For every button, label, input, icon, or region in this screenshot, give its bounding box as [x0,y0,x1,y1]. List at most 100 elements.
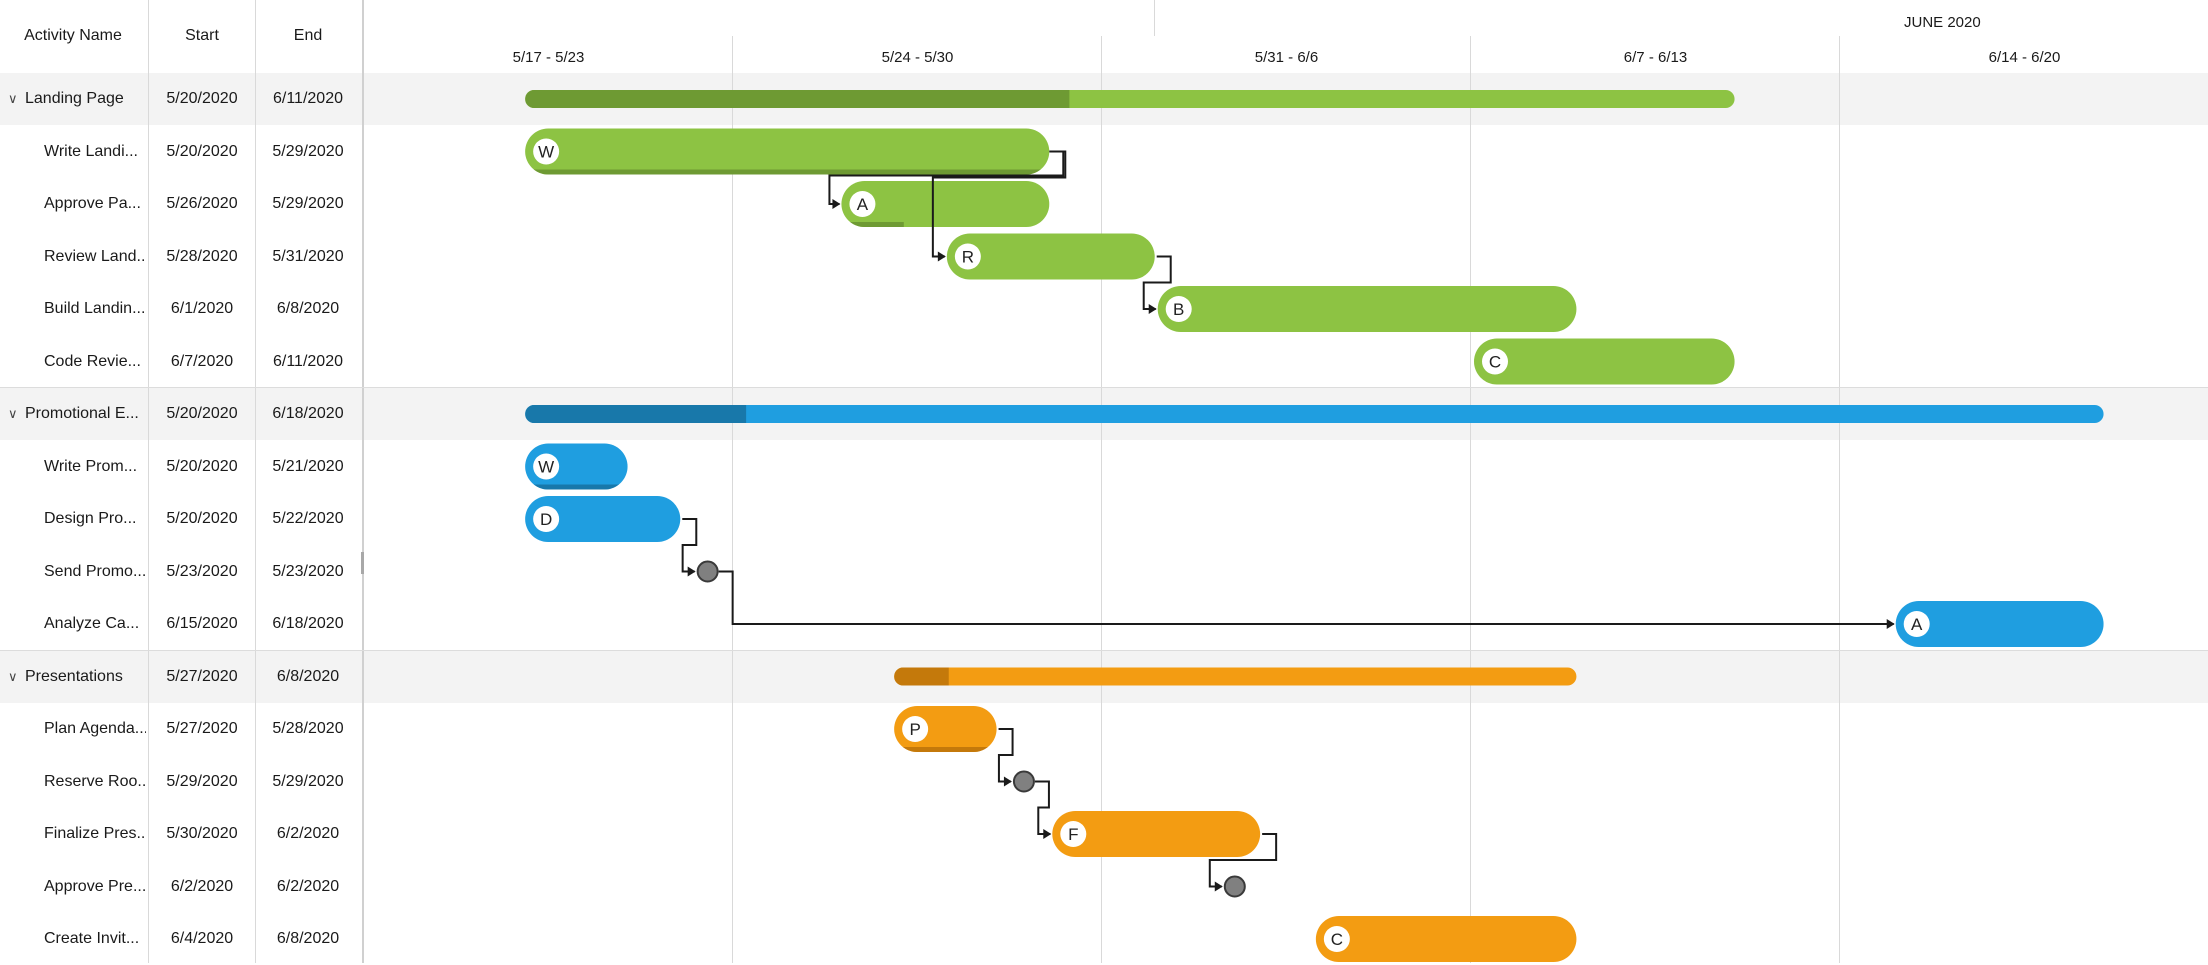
task-letter-badge [954,243,981,270]
summary-bar[interactable] [894,667,1577,686]
end-date-cell: 6/11/2020 [273,352,343,370]
task-letter-badge [533,138,560,165]
task-progress-bar [533,169,1041,175]
chevron-down-icon[interactable]: ∨ [8,91,18,106]
pane-splitter[interactable] [362,0,364,963]
task-letter: A [857,195,869,214]
task-bar[interactable] [1895,601,2104,647]
dependency-arrowhead [832,199,841,209]
task-bar[interactable] [1052,811,1261,857]
task-bar[interactable] [525,128,1050,175]
column-header-end-label: End [293,27,323,44]
chevron-down-icon[interactable]: ∨ [8,406,18,421]
activity-name-cell: Approve Pa... [0,178,146,230]
task-letter-badge [902,716,929,742]
task-name-label: Approve Pre... [44,877,146,895]
dependency-arrowhead [1148,304,1157,314]
task-letter-badge [1903,611,1930,637]
task-bar[interactable] [525,496,681,542]
milestone-marker[interactable] [1223,875,1246,898]
dependency-link[interactable] [997,728,1014,783]
task-name-label: Build Landin... [44,300,146,317]
task-bar[interactable] [841,181,1050,227]
month-divider [1154,0,1155,36]
task-letter-badge [1060,821,1087,847]
end-date-cell: 5/29/2020 [272,772,344,790]
task-name-label: Review Land... [44,247,146,265]
activity-name-cell: Code Revie... [0,336,146,388]
grid-column-divider [148,0,149,963]
week-gridline [1470,36,1471,963]
milestone-marker[interactable] [696,560,719,583]
task-name-label: Create Invit... [44,930,140,947]
task-letter-badge [1482,348,1508,375]
group-row-background [0,388,363,440]
column-header-name[interactable]: Activity Name [0,0,146,72]
start-date-cell: 6/7/2020 [170,352,234,370]
dependency-arrowhead [937,251,946,262]
activity-name-cell: Write Landi... [0,126,146,178]
dependency-arrowhead [1043,829,1052,839]
task-bar[interactable] [1315,916,1577,962]
dependency-link[interactable] [931,150,1067,258]
month-label: JUNE 2020 [1904,13,1981,31]
summary-bar[interactable] [525,405,2104,423]
task-name-label: Write Prom... [44,457,138,475]
week-gridline [732,36,733,963]
dependency-arrowhead [1214,881,1223,892]
week-label: 5/24 - 5/30 [881,48,954,66]
dependency-link[interactable] [1208,833,1278,888]
start-date-cell: 6/1/2020 [170,300,234,317]
dependency-link[interactable] [718,570,1894,625]
chevron-down-icon[interactable]: ∨ [8,668,18,684]
dependency-arrowhead [1886,619,1895,629]
activity-name-cell: Write Prom... [0,441,146,493]
end-date-cell: 6/8/2020 [276,667,340,685]
task-bar[interactable] [1474,338,1735,385]
start-date-cell: 6/2/2020 [170,877,234,895]
summary-progress-bar [894,667,949,686]
task-name-label: Finalize Pres... [44,825,146,842]
dependency-link[interactable] [1142,255,1172,310]
week-label: 6/7 - 6/13 [1623,48,1688,66]
week-gridline [1839,36,1840,963]
milestone-marker[interactable] [1012,770,1035,793]
end-date-cell: 6/18/2020 [272,615,344,632]
column-header-end[interactable]: End [256,0,360,72]
column-header-name-label: Activity Name [24,27,122,44]
pane-splitter-handle[interactable] [361,552,364,574]
start-date-cell: 6/4/2020 [170,930,234,947]
column-header-start-label: Start [185,27,219,44]
task-name-label: Write Landi... [44,142,138,160]
activity-name-cell: Design Pro... [0,493,146,545]
activity-name-cell: Plan Agenda... [0,703,146,755]
task-row[interactable]: Code Revie... 6/7/2020 6/11/2020 [0,336,363,388]
dependency-link[interactable] [681,518,698,573]
dependency-link[interactable] [1034,780,1051,835]
task-bar[interactable] [1157,286,1577,332]
activity-name-cell: Send Promo... [0,546,146,598]
column-header-start[interactable]: Start [150,0,254,72]
task-bar[interactable] [946,233,1155,280]
end-date-cell: 5/23/2020 [272,562,344,580]
group-row-background [0,73,363,125]
task-name-label: Analyze Ca... [44,615,140,632]
start-date-cell: 5/29/2020 [166,772,238,790]
